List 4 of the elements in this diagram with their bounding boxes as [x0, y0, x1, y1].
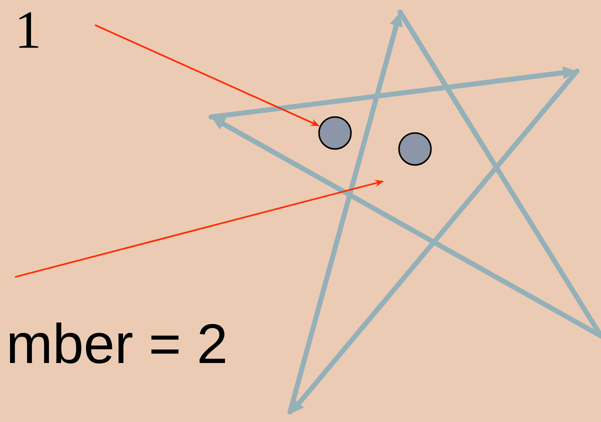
label-text: mber = 2 [10, 322, 225, 364]
circle-marker [318, 116, 352, 150]
circle-marker [398, 132, 432, 166]
label-text: 1 [19, 12, 38, 48]
